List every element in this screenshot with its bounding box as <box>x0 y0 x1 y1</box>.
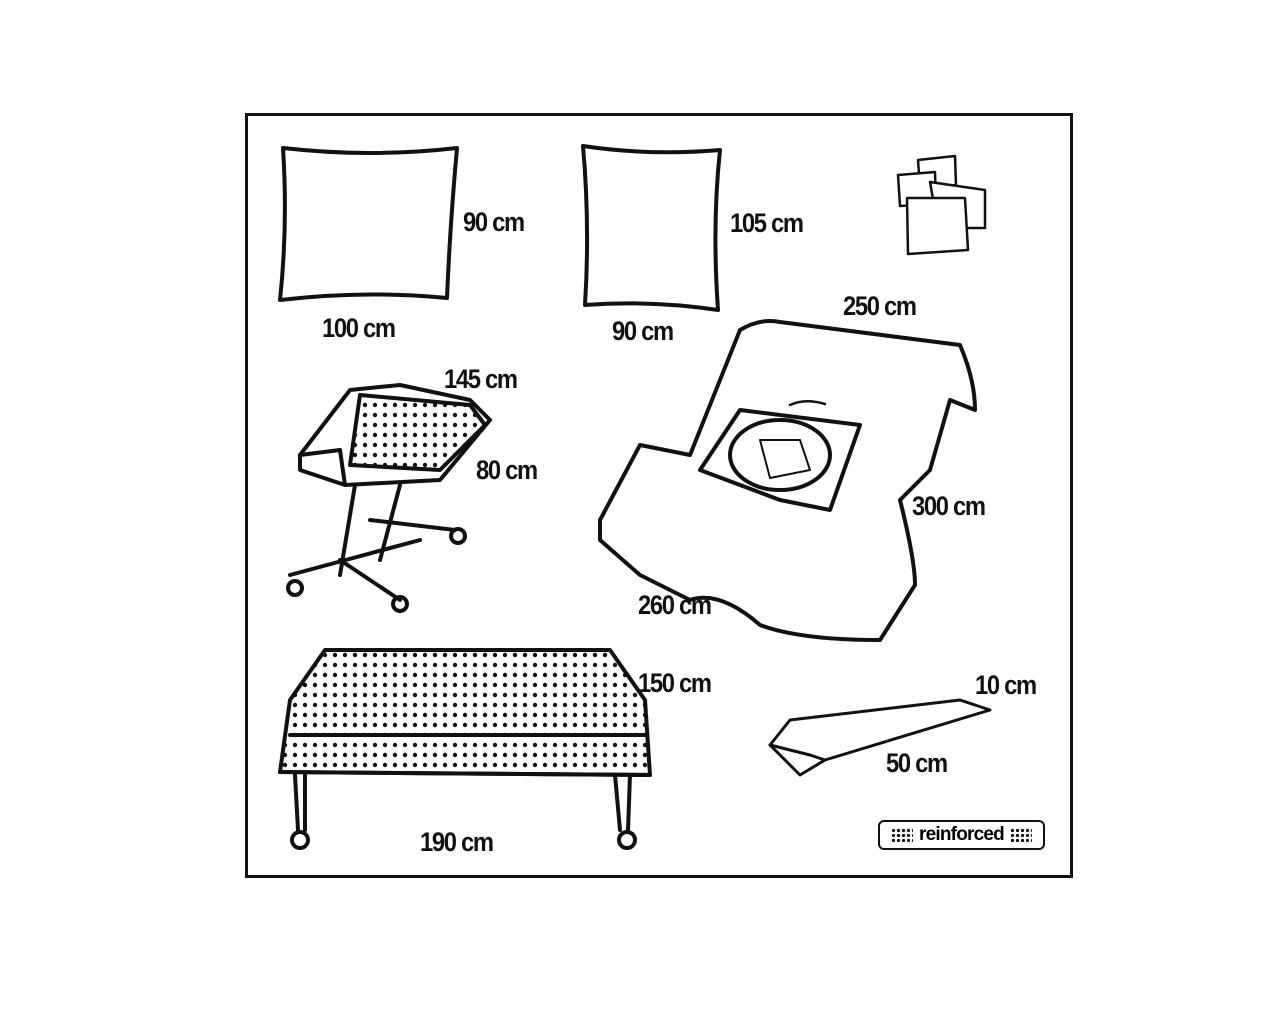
dots-icon <box>1009 828 1032 842</box>
dim-label: 105 cm <box>730 208 804 238</box>
dim-label: 260 cm <box>638 590 712 620</box>
mayo-stand-shape <box>286 383 492 613</box>
table-cover-shape <box>278 648 652 850</box>
dim-label: 145 cm <box>444 364 518 394</box>
dim-label: 10 cm <box>975 670 1037 700</box>
dim-label: 90 cm <box>612 316 674 346</box>
dim-label: 90 cm <box>463 207 525 237</box>
dim-label: 80 cm <box>476 455 538 485</box>
dim-label: 300 cm <box>912 491 986 521</box>
square-drape-shape <box>278 146 459 302</box>
dim-label: 250 cm <box>843 291 917 321</box>
perineal-drape-shape <box>598 319 977 642</box>
rectangular-drape-shape <box>581 144 722 312</box>
reinforced-legend: reinforced <box>878 820 1045 850</box>
towels-shape <box>896 154 987 256</box>
dots-icon <box>891 828 914 842</box>
tape-strip-shape <box>768 698 992 777</box>
dim-label: 50 cm <box>886 748 948 778</box>
dim-label: 190 cm <box>420 827 494 857</box>
legend-label: reinforced <box>919 824 1005 845</box>
diagram-frame <box>245 113 1073 878</box>
dim-label: 100 cm <box>322 313 396 343</box>
dim-label: 150 cm <box>638 668 712 698</box>
